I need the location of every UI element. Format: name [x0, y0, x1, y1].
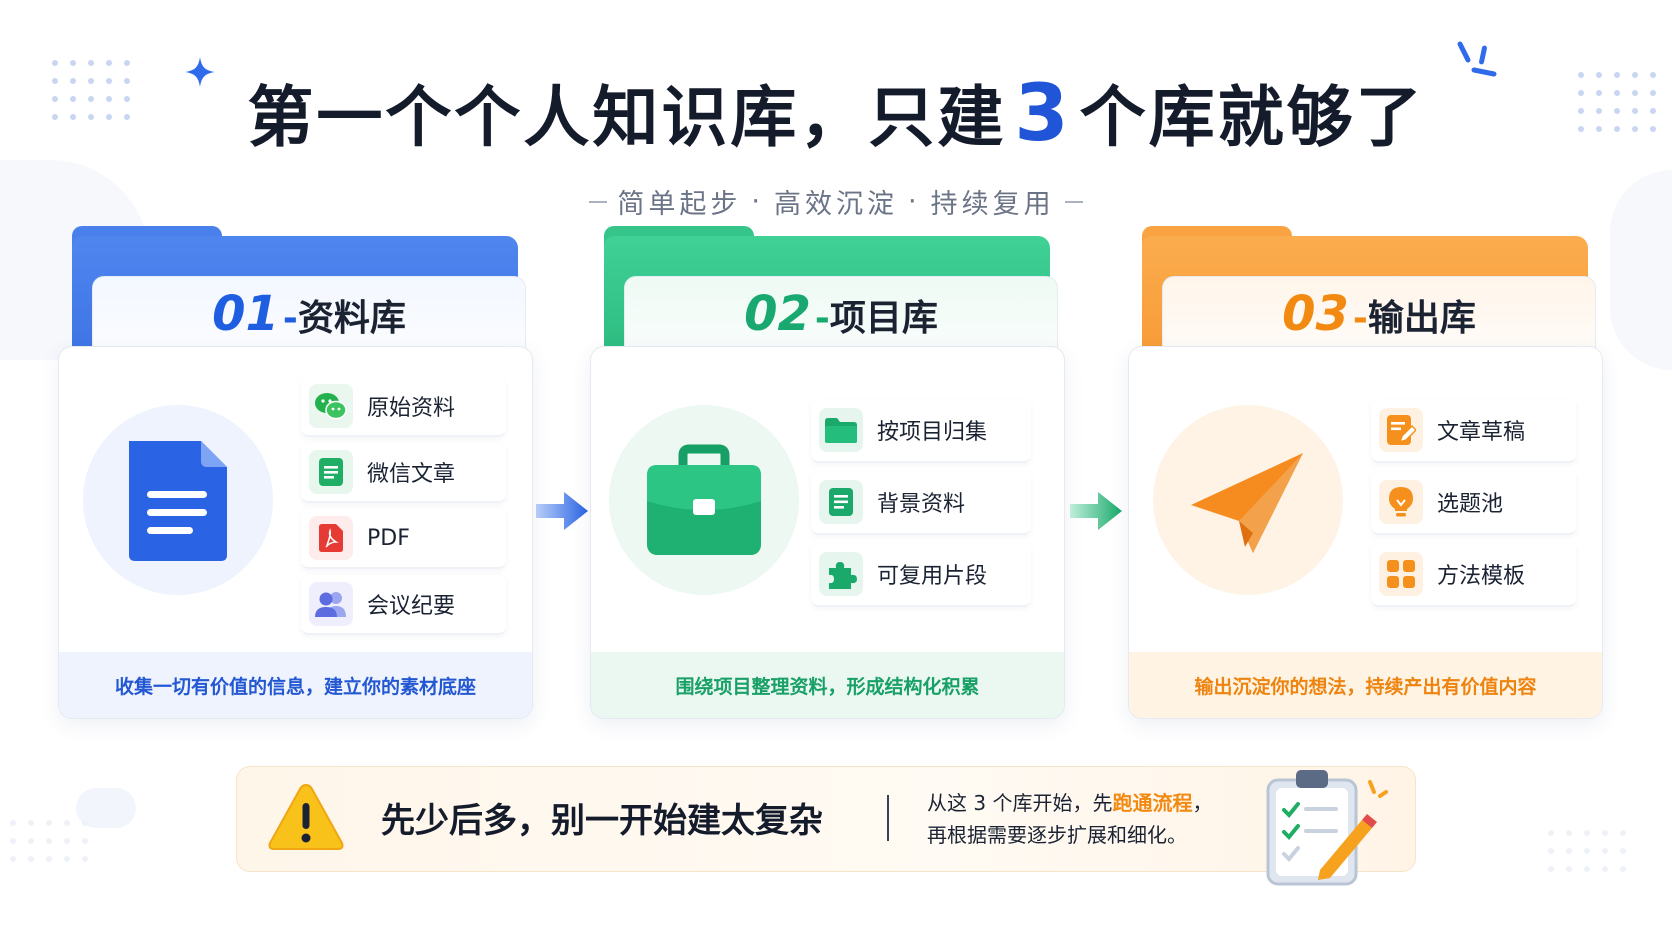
- list-item-wechat-articles[interactable]: 微信文章: [301, 443, 506, 503]
- background-shape-right: [1610, 170, 1672, 370]
- item-list: 原始资料 微信文章 PDF 会议纪要: [301, 377, 506, 641]
- subtitle-line-right: [1064, 200, 1083, 203]
- decor-dots-right: [1578, 72, 1656, 132]
- hero-circle: [1153, 405, 1343, 595]
- banner-note: 从这 3 个库开始，先跑通流程， 再根据需要逐步扩展和细化。: [927, 787, 1212, 851]
- decor-dots-bottom-right: [1548, 830, 1626, 872]
- subtitle-part-3: 持续复用: [930, 189, 1055, 220]
- card-name: 项目库: [829, 298, 938, 339]
- subtitle-dot-2: ·: [908, 186, 921, 217]
- people-icon: [309, 582, 353, 626]
- clipboard-checklist-icon: [1266, 770, 1388, 886]
- list-item-label: 选题池: [1437, 492, 1504, 517]
- title-post: 个库就够了: [1079, 79, 1425, 156]
- list-item-method-templates[interactable]: 方法模板: [1371, 543, 1576, 607]
- card-name: 输出库: [1367, 298, 1476, 339]
- list-item-article-drafts[interactable]: 文章草稿: [1371, 399, 1576, 463]
- card-footer-text: 收集一切有价值的信息，建立你的素材底座: [59, 652, 532, 718]
- card-number: 01: [212, 286, 279, 342]
- card-materials-library: 01-资料库 原始资料 微信文章: [58, 226, 533, 720]
- subtitle-dot-1: ·: [751, 186, 764, 217]
- item-list: 文章草稿 选题池 方法模板: [1371, 377, 1576, 615]
- hero-circle: [83, 405, 273, 595]
- sparkle-icon: [185, 57, 215, 87]
- article-doc-icon: [309, 450, 353, 494]
- document-icon: [819, 480, 863, 524]
- card-dash: -: [814, 298, 830, 339]
- banner-note-highlight: 跑通流程: [1112, 791, 1193, 815]
- card-name: 资料库: [297, 298, 406, 339]
- card-title: 03-输出库: [1162, 286, 1596, 342]
- banner-main-text: 先少后多，别一开始建太复杂: [381, 801, 823, 841]
- grid-template-icon: [1379, 552, 1423, 596]
- list-item-raw-materials[interactable]: 原始资料: [301, 377, 506, 437]
- subtitle: 简单起步 · 高效沉淀 · 持续复用: [0, 182, 1672, 221]
- burst-lines-icon: [1457, 41, 1497, 77]
- list-item-label: 微信文章: [367, 462, 456, 487]
- decor-dots-left: [52, 60, 130, 120]
- list-item-label: 原始资料: [367, 396, 456, 421]
- document-icon: [129, 441, 227, 561]
- arrow-right-icon: [536, 492, 588, 530]
- card-panel: 按项目归集 背景资料 可复用片段 围绕项目整理资料，形成结构化积累: [590, 346, 1065, 719]
- banner-note-pre: 从这 3 个库开始，先: [927, 791, 1113, 815]
- title-highlight-number: 3: [1014, 69, 1072, 159]
- list-item-label: 会议纪要: [367, 594, 456, 619]
- card-panel: 原始资料 微信文章 PDF 会议纪要 收集一切有价值的信息，建: [58, 346, 533, 719]
- wechat-icon: [309, 384, 353, 428]
- card-footer-text: 输出沉淀你的想法，持续产出有价值内容: [1129, 652, 1602, 718]
- banner-note-post: ，: [1192, 791, 1213, 815]
- list-item-reusable-snippets[interactable]: 可复用片段: [811, 543, 1031, 607]
- folder-icon: [819, 408, 863, 452]
- draft-edit-icon: [1379, 408, 1423, 452]
- subtitle-line-left: [589, 200, 608, 203]
- card-number: 03: [1282, 286, 1349, 342]
- pdf-icon: [309, 516, 353, 560]
- list-item-background-materials[interactable]: 背景资料: [811, 471, 1031, 535]
- list-item-label: 按项目归集: [877, 420, 988, 445]
- puzzle-icon: [819, 552, 863, 596]
- card-project-library: 02-项目库 按项目归集 背景资料: [590, 226, 1065, 720]
- hero-circle: [609, 405, 799, 595]
- card-footer-text: 围绕项目整理资料，形成结构化积累: [591, 652, 1064, 718]
- arrow-right-icon: [1070, 492, 1122, 530]
- card-output-library: 03-输出库 文章草稿 选题池: [1128, 226, 1603, 720]
- list-item-label: 文章草稿: [1437, 420, 1526, 445]
- card-title: 02-项目库: [624, 286, 1058, 342]
- card-panel: 文章草稿 选题池 方法模板 输出沉淀你的想法，持续产出有价值内容: [1128, 346, 1603, 719]
- warning-icon: [268, 783, 344, 850]
- banner-divider: [887, 795, 889, 841]
- list-item-meeting-notes[interactable]: 会议纪要: [301, 575, 506, 635]
- list-item-topic-pool[interactable]: 选题池: [1371, 471, 1576, 535]
- subtitle-part-2: 高效沉淀: [774, 189, 898, 220]
- title-pre: 第一个个人知识库，只建: [247, 79, 1007, 156]
- briefcase-icon: [647, 444, 761, 555]
- card-dash: -: [1352, 298, 1368, 339]
- tip-banner: 先少后多，别一开始建太复杂 从这 3 个库开始，先跑通流程， 再根据需要逐步扩展…: [236, 766, 1416, 872]
- list-item-label: 可复用片段: [877, 564, 988, 589]
- card-title: 01-资料库: [92, 286, 526, 342]
- banner-note-line2: 再根据需要逐步扩展和细化。: [927, 823, 1187, 847]
- list-item-group-by-project[interactable]: 按项目归集: [811, 399, 1031, 463]
- paper-plane-icon: [1191, 453, 1303, 553]
- list-item-label: 方法模板: [1437, 564, 1526, 589]
- card-dash: -: [282, 298, 298, 339]
- list-item-label: PDF: [367, 525, 410, 551]
- lightbulb-icon: [1379, 480, 1423, 524]
- list-item-label: 背景资料: [877, 492, 966, 517]
- subtitle-part-1: 简单起步: [617, 189, 742, 220]
- card-number: 02: [744, 286, 811, 342]
- item-list: 按项目归集 背景资料 可复用片段: [811, 377, 1031, 615]
- decor-dots-bottom-left: [10, 820, 88, 862]
- list-item-pdf[interactable]: PDF: [301, 509, 506, 569]
